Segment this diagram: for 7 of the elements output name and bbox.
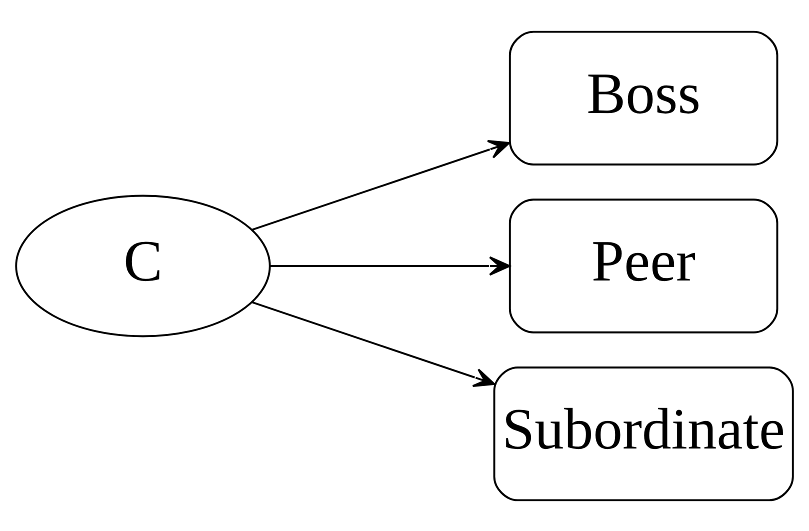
node-box: Boss: [508, 30, 778, 165]
node-box: Subordinate: [493, 366, 794, 501]
arrow: [270, 256, 510, 276]
arrow: [252, 139, 510, 230]
node-ellipse: C: [15, 194, 271, 337]
node-box: Peer: [508, 198, 778, 333]
arrow: [252, 300, 496, 387]
